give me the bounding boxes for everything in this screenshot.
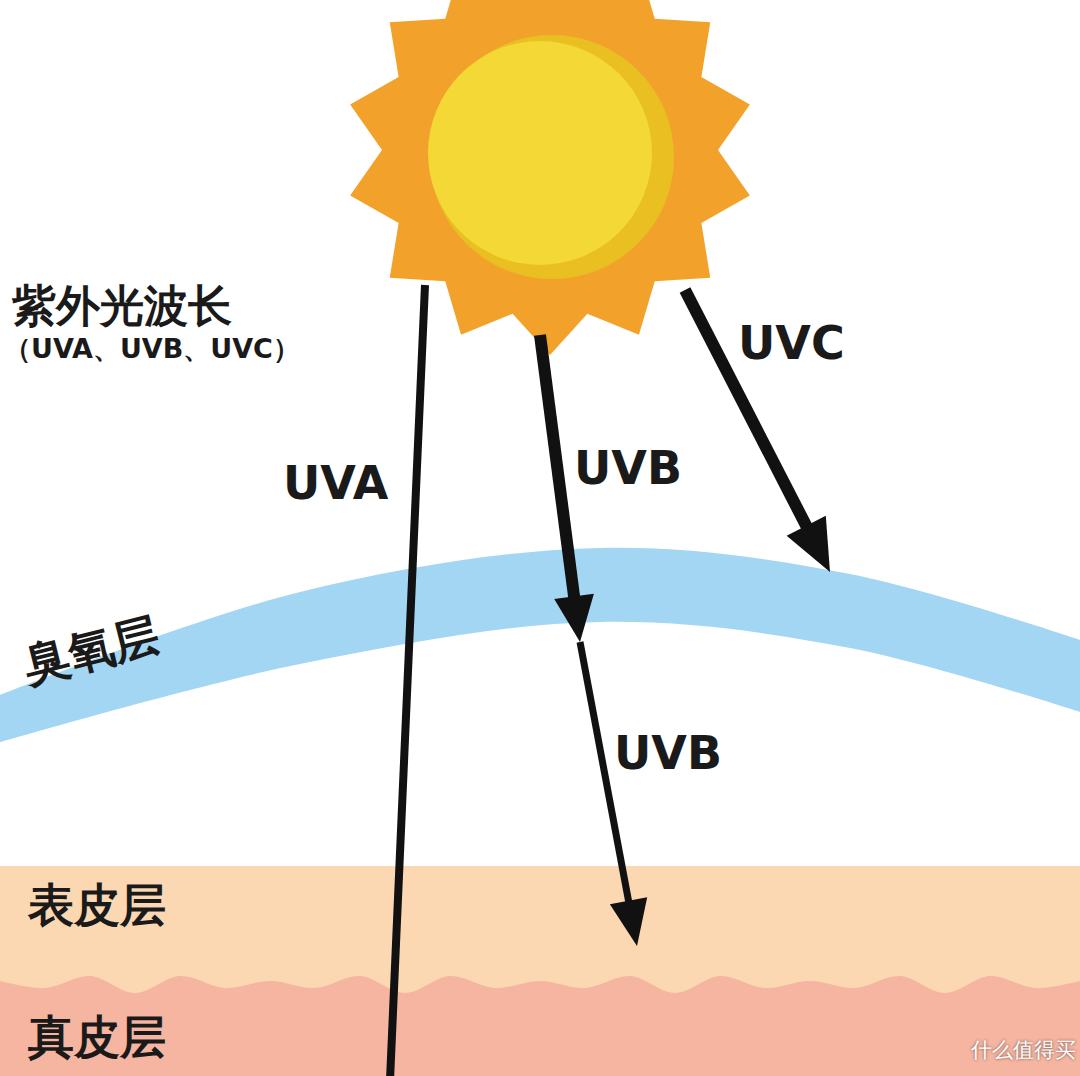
uvb-ray-inner-head: [610, 897, 647, 946]
ray-name: UVC: [738, 318, 845, 369]
dermis-band: 真皮层: [0, 960, 1080, 1076]
uvc-ray-head: [787, 516, 830, 572]
ozone-shape: [0, 548, 1080, 742]
ray-name: UVB: [614, 728, 722, 779]
band-shape: [0, 540, 1080, 750]
sun-disk: [428, 41, 652, 265]
epidermis-band: 表皮层: [0, 866, 1080, 996]
ozone-band: 臭氧层: [0, 540, 1080, 750]
watermark: 什么值得买: [971, 1039, 1076, 1062]
chart-title: 紫外光波长: [12, 282, 232, 330]
dermis-shape: [0, 976, 1080, 1076]
ray-name: UVB: [574, 443, 682, 494]
subtitle: （UVA、UVB、UVC）: [4, 334, 300, 364]
uvb-ray: [540, 335, 575, 606]
uvb-ray-head: [554, 594, 594, 642]
epidermis-shape: [0, 866, 1080, 996]
uva-ray: [390, 285, 425, 1076]
ray-name: UVA: [283, 458, 388, 509]
layer-name: 真皮层: [28, 1012, 166, 1063]
layer-name: 表皮层: [28, 880, 166, 931]
